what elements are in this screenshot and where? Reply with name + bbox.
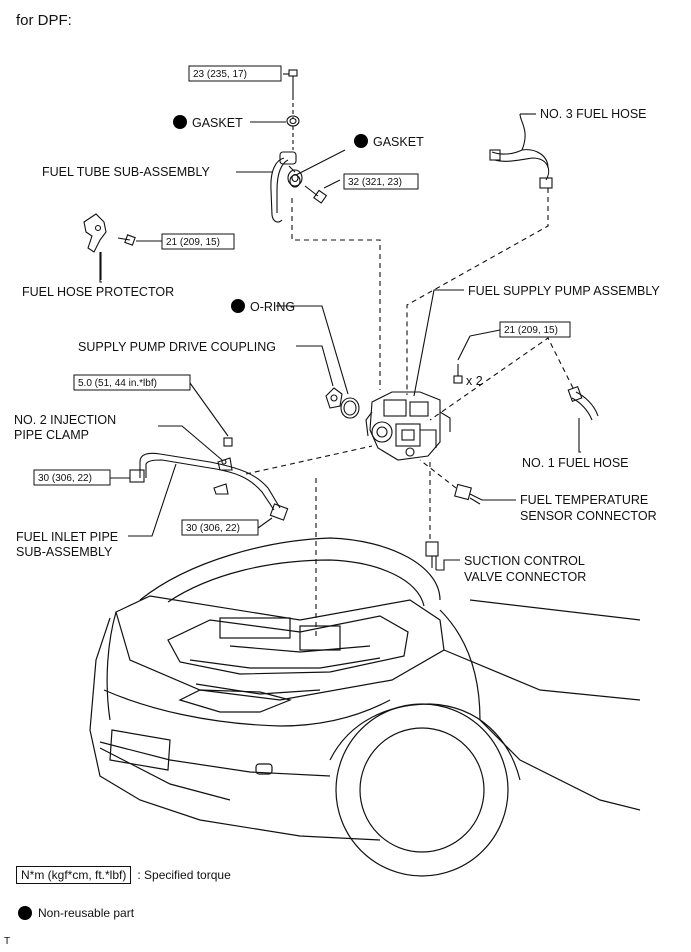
torque-box-inlet-right <box>181 519 259 536</box>
torque-clamp: 5.0 (51, 44 in.*lbf) <box>78 378 157 389</box>
torque-box-inlet-left <box>33 469 111 486</box>
legend-nonreusable: Non-reusable part <box>18 906 134 920</box>
label-suction-line2: VALVE CONNECTOR <box>464 570 586 584</box>
page-title: for DPF: <box>16 12 72 29</box>
label-fuel-temp-line2: SENSOR CONNECTOR <box>520 509 657 523</box>
nonreusable-dot <box>354 134 368 148</box>
legend-nonreusable-text: Non-reusable part <box>38 906 135 920</box>
label-o-ring: O-RING <box>250 300 295 314</box>
nonreusable-dot <box>231 299 245 313</box>
torque-box-pump <box>499 321 571 338</box>
o-ring-part <box>340 397 360 419</box>
legend-torque-text: : Specified torque <box>137 868 231 882</box>
footer-mark: T <box>4 936 11 947</box>
label-fuel-inlet-line1: FUEL INLET PIPE <box>16 530 118 544</box>
fuel-hose-protector-part <box>83 213 136 253</box>
label-suction-line1: SUCTION CONTROL <box>464 554 585 568</box>
label-fuel-hose-protector: FUEL HOSE PROTECTOR <box>22 285 174 299</box>
torque-pump: 21 (209, 15) <box>504 325 558 336</box>
legend-nonreusable-dot <box>18 906 32 920</box>
torque-box-top-bolt <box>188 65 282 82</box>
label-fuel-temp-line1: FUEL TEMPERATURE <box>520 493 648 507</box>
no1-fuel-hose-part <box>567 385 599 421</box>
torque-top-bolt: 23 (235, 17) <box>193 69 247 80</box>
label-fuel-tube: FUEL TUBE SUB-ASSEMBLY <box>42 165 211 179</box>
legend-torque-box: N*m (kgf*cm, ft.*lbf) <box>16 866 132 884</box>
label-drive-coupling: SUPPLY PUMP DRIVE COUPLING <box>78 340 276 354</box>
torque-box-union-bolt <box>343 173 419 190</box>
torque-union-bolt: 32 (321, 23) <box>348 177 402 188</box>
label-no3-fuel-hose: NO. 3 FUEL HOSE <box>540 107 647 121</box>
label-gasket-2: GASKET <box>373 135 424 149</box>
fuel-tube-part <box>270 151 303 223</box>
label-fuel-inlet-line2: SUB-ASSEMBLY <box>16 545 113 559</box>
suction-valve-connector-part <box>425 541 439 570</box>
vehicle-front-drawing <box>89 537 641 877</box>
drive-coupling-part <box>325 387 343 409</box>
gasket-2-part <box>289 174 301 188</box>
torque-box-protector <box>161 233 235 250</box>
no3-fuel-hose-part <box>489 113 553 189</box>
pump-bolt-part <box>453 364 463 384</box>
nonreusable-dot <box>173 115 187 129</box>
clamp-bolt-part <box>223 437 233 447</box>
label-fuel-supply-pump: FUEL SUPPLY PUMP ASSEMBLY <box>468 284 660 298</box>
fuel-temp-sensor-connector-part <box>454 483 483 505</box>
label-no2-clamp-line1: NO. 2 INJECTION <box>14 413 116 427</box>
label-no1-fuel-hose: NO. 1 FUEL HOSE <box>522 456 629 470</box>
torque-protector: 21 (209, 15) <box>166 237 220 248</box>
fuel-inlet-pipe-part <box>129 452 289 521</box>
torque-box-clamp <box>73 374 191 391</box>
union-bolt-part <box>304 185 328 204</box>
torque-inlet-left: 30 (306, 22) <box>38 473 92 484</box>
no2-clamp-part <box>213 457 233 495</box>
label-gasket-1: GASKET <box>192 116 243 130</box>
top-bolt-part <box>283 69 298 96</box>
fuel-supply-pump-part <box>365 391 451 461</box>
label-no2-clamp-line2: PIPE CLAMP <box>14 428 89 442</box>
nonreusable-markers <box>173 115 368 313</box>
torque-inlet-right: 30 (306, 22) <box>186 523 240 534</box>
legend-torque: N*m (kgf*cm, ft.*lbf) : Specified torque <box>16 866 231 884</box>
label-x2: x 2 <box>466 374 483 388</box>
